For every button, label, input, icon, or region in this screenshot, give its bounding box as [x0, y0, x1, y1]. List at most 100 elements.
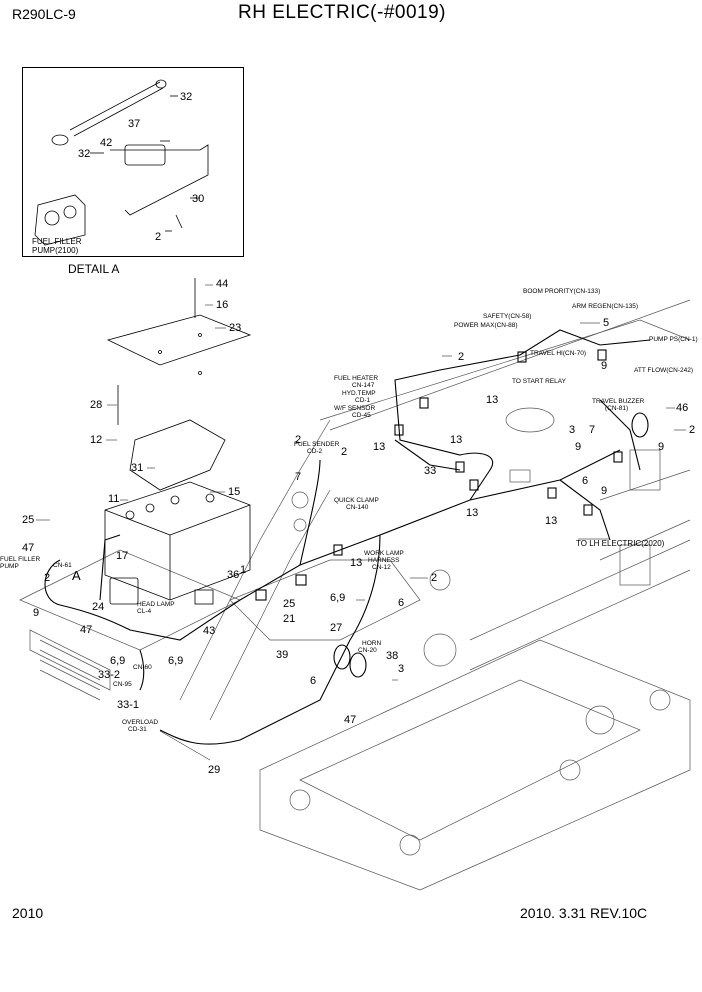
callout-36: 36 — [227, 569, 239, 581]
label-power-max: POWER MAX(CN-88) — [454, 322, 518, 329]
pump-label-line2: PUMP(2100) — [32, 246, 79, 255]
callout-43: 43 — [203, 625, 215, 637]
detail-callout-42: 42 — [100, 137, 112, 149]
detail-callout-32: 32 — [180, 91, 192, 103]
label-head-lamp-code: CL-4 — [137, 608, 151, 615]
callout-2: 2 — [44, 572, 50, 584]
callout-6-b: 6 — [310, 675, 316, 687]
label-wif-sensor-code: CD-45 — [352, 412, 371, 419]
detail-a-drawing — [34, 79, 209, 246]
label-fuel-filler-pump: PUMP — [0, 563, 19, 570]
label-hyd-temp: HYD.TEMP — [342, 390, 376, 397]
leader-lines — [36, 284, 686, 761]
battery-1 — [104, 481, 251, 601]
callout-9-b: 9 — [601, 360, 607, 372]
part-callouts: 44 16 23 28 12 31 11 15 25 47 2 17 36 1 … — [22, 278, 695, 776]
main-harness — [44, 449, 621, 641]
page-number: 2010 — [12, 905, 44, 921]
callout-47: 47 — [22, 542, 34, 554]
callout-17: 17 — [116, 550, 128, 562]
head-lamp-unit — [109, 577, 139, 605]
detail-callout-32-b: 32 — [78, 148, 90, 160]
label-horn-code: CN-20 — [358, 647, 377, 654]
lower-frame — [259, 639, 691, 891]
step-grill — [29, 629, 111, 691]
callout-25: 25 — [22, 514, 34, 526]
pump-label-line1: FUEL FILLER — [32, 237, 82, 246]
date-revision: 2010. 3.31 REV.10C — [520, 905, 648, 921]
callout-47-c: 47 — [344, 714, 356, 726]
label-travel-buzzer-code: (CN-81) — [605, 405, 628, 412]
callout-5: 5 — [603, 317, 609, 329]
callout-39: 39 — [276, 649, 288, 661]
label-fuel-sender: FUEL SENDER — [294, 441, 340, 448]
callout-9-c: 9 — [658, 441, 664, 453]
callout-23: 23 — [229, 322, 241, 334]
detail-callout-2: 2 — [155, 231, 161, 243]
callout-15: 15 — [228, 486, 240, 498]
label-fuel-filler: FUEL FILLER — [0, 556, 41, 563]
travel-buzzer — [631, 412, 649, 438]
callout-7-b: 7 — [589, 424, 595, 436]
callout-9-e: 9 — [601, 485, 607, 497]
detail-a-box — [22, 67, 244, 257]
label-work-lamp-harness: HARNESS — [368, 557, 400, 564]
label-cn95: CN-95 — [113, 681, 132, 688]
callout-47-b: 47 — [80, 624, 92, 636]
label-arm-regen: ARM REGEN(CN-135) — [572, 303, 638, 310]
callout-3-b: 3 — [569, 424, 575, 436]
callout-6-9: 6,9 — [110, 655, 125, 667]
callout-29: 29 — [208, 764, 220, 776]
label-head-lamp: HEAD LAMP — [137, 601, 175, 608]
model-name: R290LC-9 — [12, 6, 76, 22]
callout-33-1: 33-1 — [117, 699, 139, 711]
callout-13-e: 13 — [350, 557, 362, 569]
callout-2-f: 2 — [689, 424, 695, 436]
callout-46: 46 — [676, 402, 688, 414]
callout-27: 27 — [330, 622, 342, 634]
machine-frame — [19, 299, 691, 891]
horn — [333, 644, 351, 670]
connector-block — [124, 144, 166, 166]
label-wif-sensor: W/F SENSOR — [334, 405, 375, 412]
relay-box — [194, 589, 214, 605]
hose-clamp-top — [155, 79, 167, 89]
callout-44: 44 — [216, 278, 228, 290]
callout-2-b: 2 — [295, 434, 301, 446]
battery-area — [104, 278, 252, 605]
callout-33: 33 — [424, 465, 436, 477]
callout-9: 9 — [33, 607, 39, 619]
label-travel-hi: TRAVEL HI(CN-70) — [530, 350, 586, 357]
lh-electric-lead — [559, 479, 611, 541]
callout-11: 11 — [108, 493, 119, 505]
label-overload-code: CD-31 — [128, 726, 147, 733]
callout-13-b: 13 — [450, 434, 462, 446]
callout-16: 16 — [216, 299, 228, 311]
detail-callout-30: 30 — [192, 193, 204, 205]
label-fuel-sender-code: CD-2 — [307, 448, 323, 455]
horn-branch — [159, 534, 381, 745]
detail-a-label: DETAIL A — [68, 262, 120, 276]
label-pump-ps: PUMP PS(CN-1) — [649, 336, 698, 343]
label-horn: HORN — [362, 640, 381, 647]
detail-callout-37: 37 — [128, 118, 140, 130]
callout-3: 3 — [398, 663, 404, 675]
callout-38: 38 — [386, 650, 398, 662]
label-work-lamp: WORK LAMP — [364, 550, 404, 557]
label-boom-priority: BOOM PRORITY(CN-133) — [523, 288, 600, 295]
label-hyd-temp-code: CD-1 — [355, 397, 371, 404]
callout-6-c: 6 — [582, 475, 588, 487]
callout-28: 28 — [90, 399, 102, 411]
callout-13-c: 13 — [486, 394, 498, 406]
label-fuel-heater: FUEL HEATER — [334, 375, 378, 382]
callout-13-f: 13 — [545, 515, 557, 527]
callout-24: 24 — [92, 601, 104, 613]
callout-2-e: 2 — [458, 351, 464, 363]
callout-1: 1 — [240, 564, 246, 576]
upper-harness — [394, 329, 651, 501]
battery-cover — [106, 314, 252, 366]
callout-7: 7 — [295, 471, 301, 483]
label-cn60: CN-60 — [133, 664, 152, 671]
callout-21: 21 — [283, 613, 295, 625]
